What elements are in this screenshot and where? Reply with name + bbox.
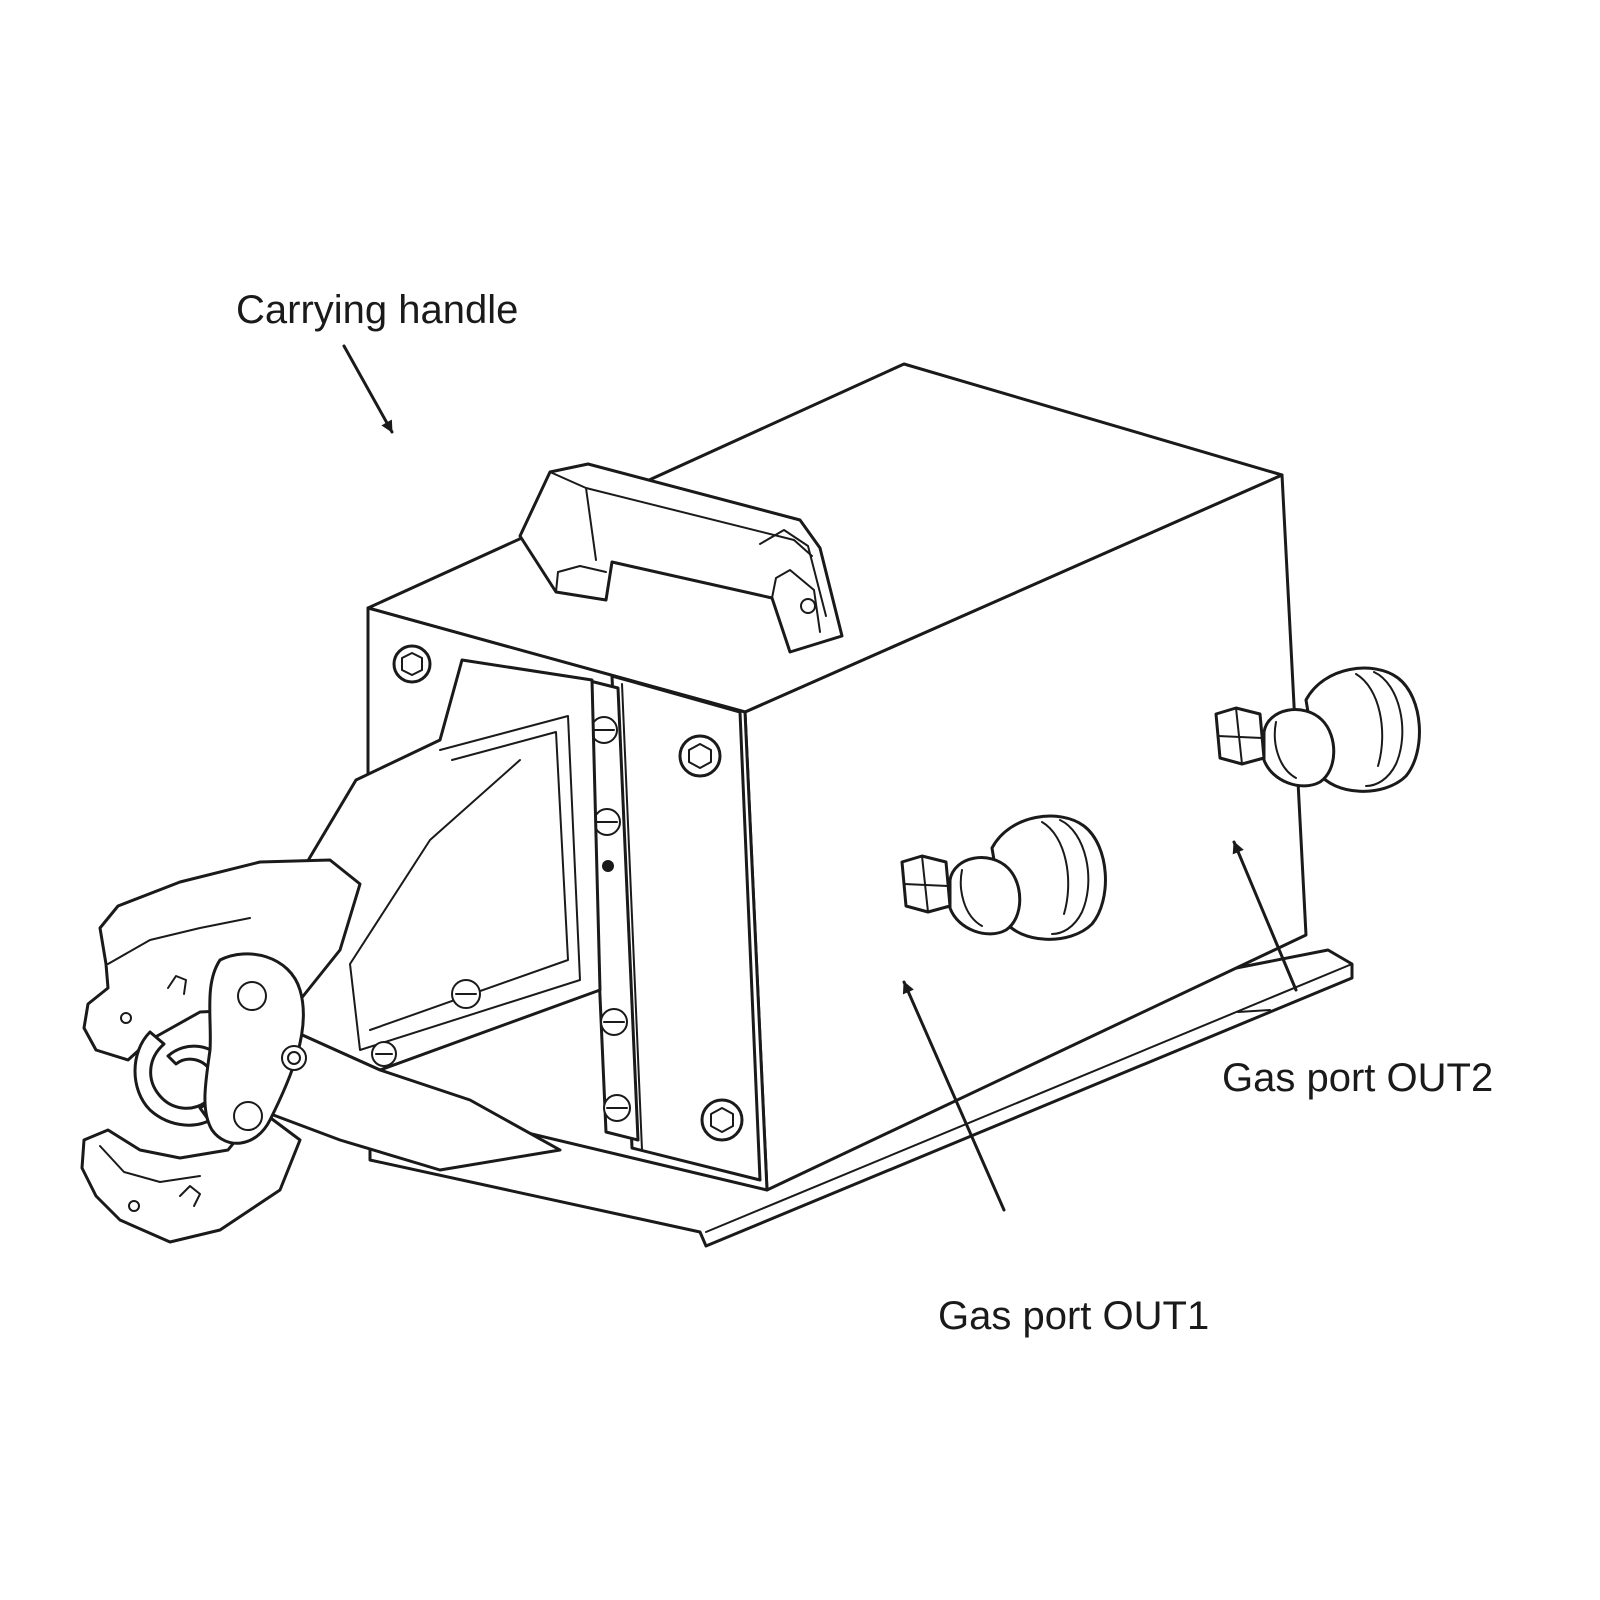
arrow-gas-port-out1 bbox=[902, 980, 1006, 1212]
gas-port-out1-fitting bbox=[900, 814, 1107, 941]
gas-port-out2-fitting bbox=[1214, 666, 1421, 793]
carrying-handle bbox=[518, 462, 844, 654]
hex-screw-top bbox=[678, 734, 722, 778]
label-gas-port-out1: Gas port OUT1 bbox=[938, 1294, 1210, 1338]
side-bracket bbox=[584, 678, 640, 1142]
slotted-screws bbox=[590, 716, 631, 1122]
crimping-head bbox=[80, 658, 602, 1244]
arrow-gas-port-out2 bbox=[1232, 840, 1298, 992]
label-carrying-handle: Carrying handle bbox=[236, 288, 519, 332]
leader-arrows bbox=[342, 344, 1298, 1212]
label-gas-port-out2: Gas port OUT2 bbox=[1222, 1056, 1494, 1100]
hex-screw-bottom bbox=[700, 1098, 744, 1142]
arrow-carrying-handle bbox=[342, 344, 394, 434]
hex-screw-front-left bbox=[392, 644, 432, 684]
